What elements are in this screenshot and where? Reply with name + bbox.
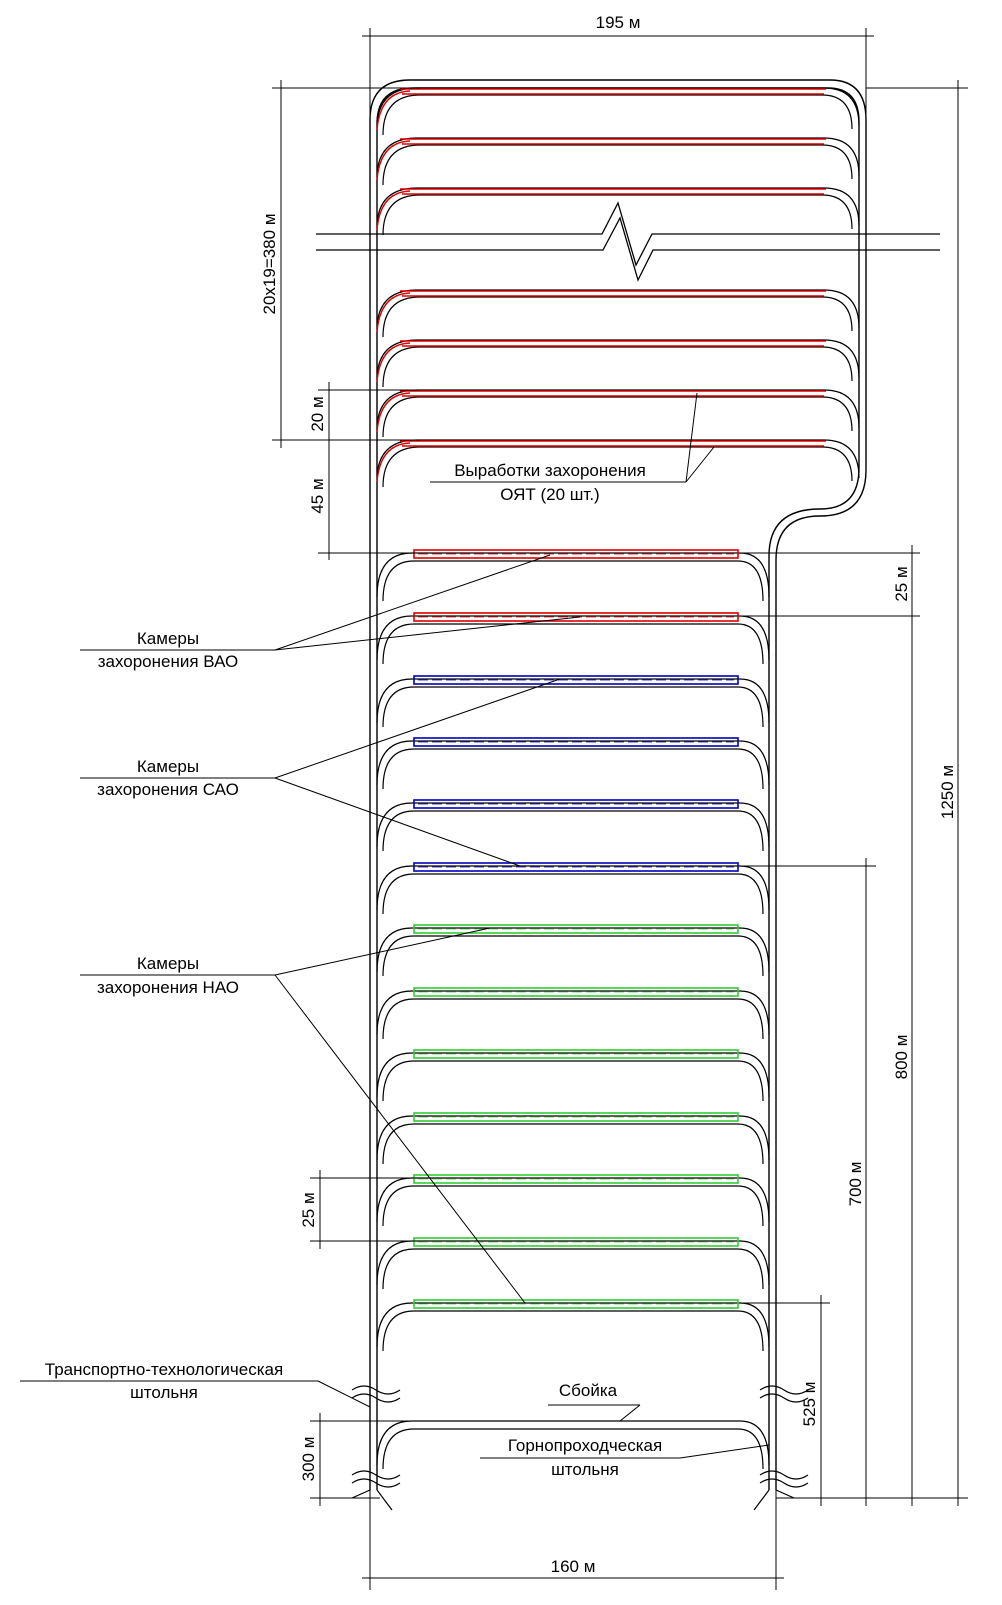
spent-fuel-drift-outline xyxy=(376,187,860,229)
dim-25-right: 25 м xyxy=(892,566,911,601)
chamber-outline xyxy=(376,927,770,973)
chamber xyxy=(413,924,739,934)
transport-adit-walls xyxy=(369,79,867,1490)
spent-fuel-drift-bend xyxy=(376,292,411,333)
label-llw-2: захоронения НАО xyxy=(97,978,239,997)
chamber-outline xyxy=(382,1060,764,1102)
label-crosscut: Сбойка xyxy=(559,1381,618,1400)
dim-bottom-width: 160 м xyxy=(551,1557,596,1576)
chamber xyxy=(413,737,739,747)
chamber xyxy=(413,1049,739,1059)
chamber xyxy=(413,799,739,809)
chamber-outline xyxy=(376,990,770,1036)
chamber xyxy=(413,549,739,559)
chamber-outline xyxy=(376,1240,770,1286)
chamber-outline xyxy=(376,1115,770,1161)
dim-top-width: 195 м xyxy=(596,13,641,32)
dim-525: 525 м xyxy=(800,1382,819,1427)
spent-fuel-drift-outline xyxy=(382,94,853,136)
chamber-outline xyxy=(382,686,764,728)
chamber-outline xyxy=(376,1177,770,1223)
spent-fuel-drift-bend xyxy=(376,392,411,433)
chamber xyxy=(413,987,739,997)
spent-fuel-drift-outline xyxy=(376,137,860,179)
spent-fuel-drift-outline xyxy=(382,144,853,186)
label-transport-adit-1: Транспортно-технологическая xyxy=(45,1360,283,1379)
chamber-outline xyxy=(382,560,764,602)
chamber-outline xyxy=(382,623,764,665)
adit-break-marks xyxy=(351,1385,809,1511)
chamber-outline xyxy=(382,1428,764,1470)
chamber-outline xyxy=(376,1420,770,1466)
chamber-outline xyxy=(382,810,764,852)
chamber-outline xyxy=(382,1185,764,1227)
dim-800: 800 м xyxy=(892,1035,911,1080)
chamber xyxy=(413,1112,739,1122)
spent-fuel-drift-outline xyxy=(376,389,860,431)
chamber-group xyxy=(376,87,860,1470)
spent-fuel-drift-outline xyxy=(376,439,860,481)
label-mining-adit-1: Горнопроходческая xyxy=(508,1436,662,1455)
break-line xyxy=(316,201,940,282)
label-transport-adit-2: штольня xyxy=(130,1383,198,1402)
chamber-outline xyxy=(382,998,764,1040)
chamber xyxy=(413,1237,739,1247)
label-spent-fuel-1: Выработки захоронения xyxy=(454,461,646,480)
chamber-outline xyxy=(376,1052,770,1098)
chamber xyxy=(413,675,739,685)
spent-fuel-drift-outline xyxy=(376,289,860,331)
spent-fuel-drift-bend xyxy=(376,140,411,181)
spent-fuel-drift-outline xyxy=(382,346,853,388)
dim-1250: 1250 м xyxy=(938,765,957,819)
dim-45: 45 м xyxy=(308,478,327,513)
dim-700: 700 м xyxy=(846,1162,865,1207)
chamber-outline xyxy=(376,1302,770,1348)
spent-fuel-drift-bend xyxy=(376,342,411,383)
spent-fuel-drift-outline xyxy=(376,87,860,129)
chamber xyxy=(413,1174,739,1184)
chamber-outline xyxy=(382,1248,764,1290)
chamber xyxy=(413,862,739,872)
spent-fuel-drift-bend xyxy=(376,90,411,131)
chamber-outline xyxy=(382,935,764,977)
chamber-outline xyxy=(376,865,770,911)
dimension-lines xyxy=(272,28,968,1590)
leader-lines xyxy=(20,392,770,1459)
chamber-outline xyxy=(376,552,770,598)
spent-fuel-drift-bend xyxy=(376,442,411,483)
spent-fuel-drift-outline xyxy=(382,396,853,438)
chamber-outline xyxy=(382,1123,764,1165)
spent-fuel-drift-bend xyxy=(376,190,411,231)
chamber xyxy=(413,612,739,622)
chamber-outline xyxy=(376,678,770,724)
label-hlw-1: Камеры xyxy=(137,629,199,648)
chamber-outline xyxy=(382,1310,764,1352)
chamber-outline xyxy=(376,615,770,661)
chamber-outline xyxy=(382,873,764,915)
label-llw-1: Камеры xyxy=(137,954,199,973)
dim-25-left: 25 м xyxy=(299,1192,318,1227)
dim-300: 300 м xyxy=(299,1437,318,1482)
spent-fuel-drift-outline xyxy=(376,339,860,381)
chamber-outline xyxy=(376,740,770,786)
dim-spent-fuel-pitch: 20х19=380 м xyxy=(260,213,279,314)
label-mining-adit-2: штольня xyxy=(551,1460,619,1479)
dim-20: 20 м xyxy=(308,396,327,431)
spent-fuel-drift-outline xyxy=(382,296,853,338)
spent-fuel-drift-outline xyxy=(382,194,853,236)
chamber-outline xyxy=(382,748,764,790)
label-hlw-2: захоронения ВАО xyxy=(98,652,239,671)
label-ilw-1: Камеры xyxy=(137,757,199,776)
chamber xyxy=(413,1299,739,1309)
spent-fuel-drift-outline xyxy=(382,446,853,488)
label-spent-fuel-2: ОЯТ (20 шт.) xyxy=(500,485,599,504)
chamber-outline xyxy=(376,802,770,848)
label-ilw-2: захоронения САО xyxy=(97,780,239,799)
